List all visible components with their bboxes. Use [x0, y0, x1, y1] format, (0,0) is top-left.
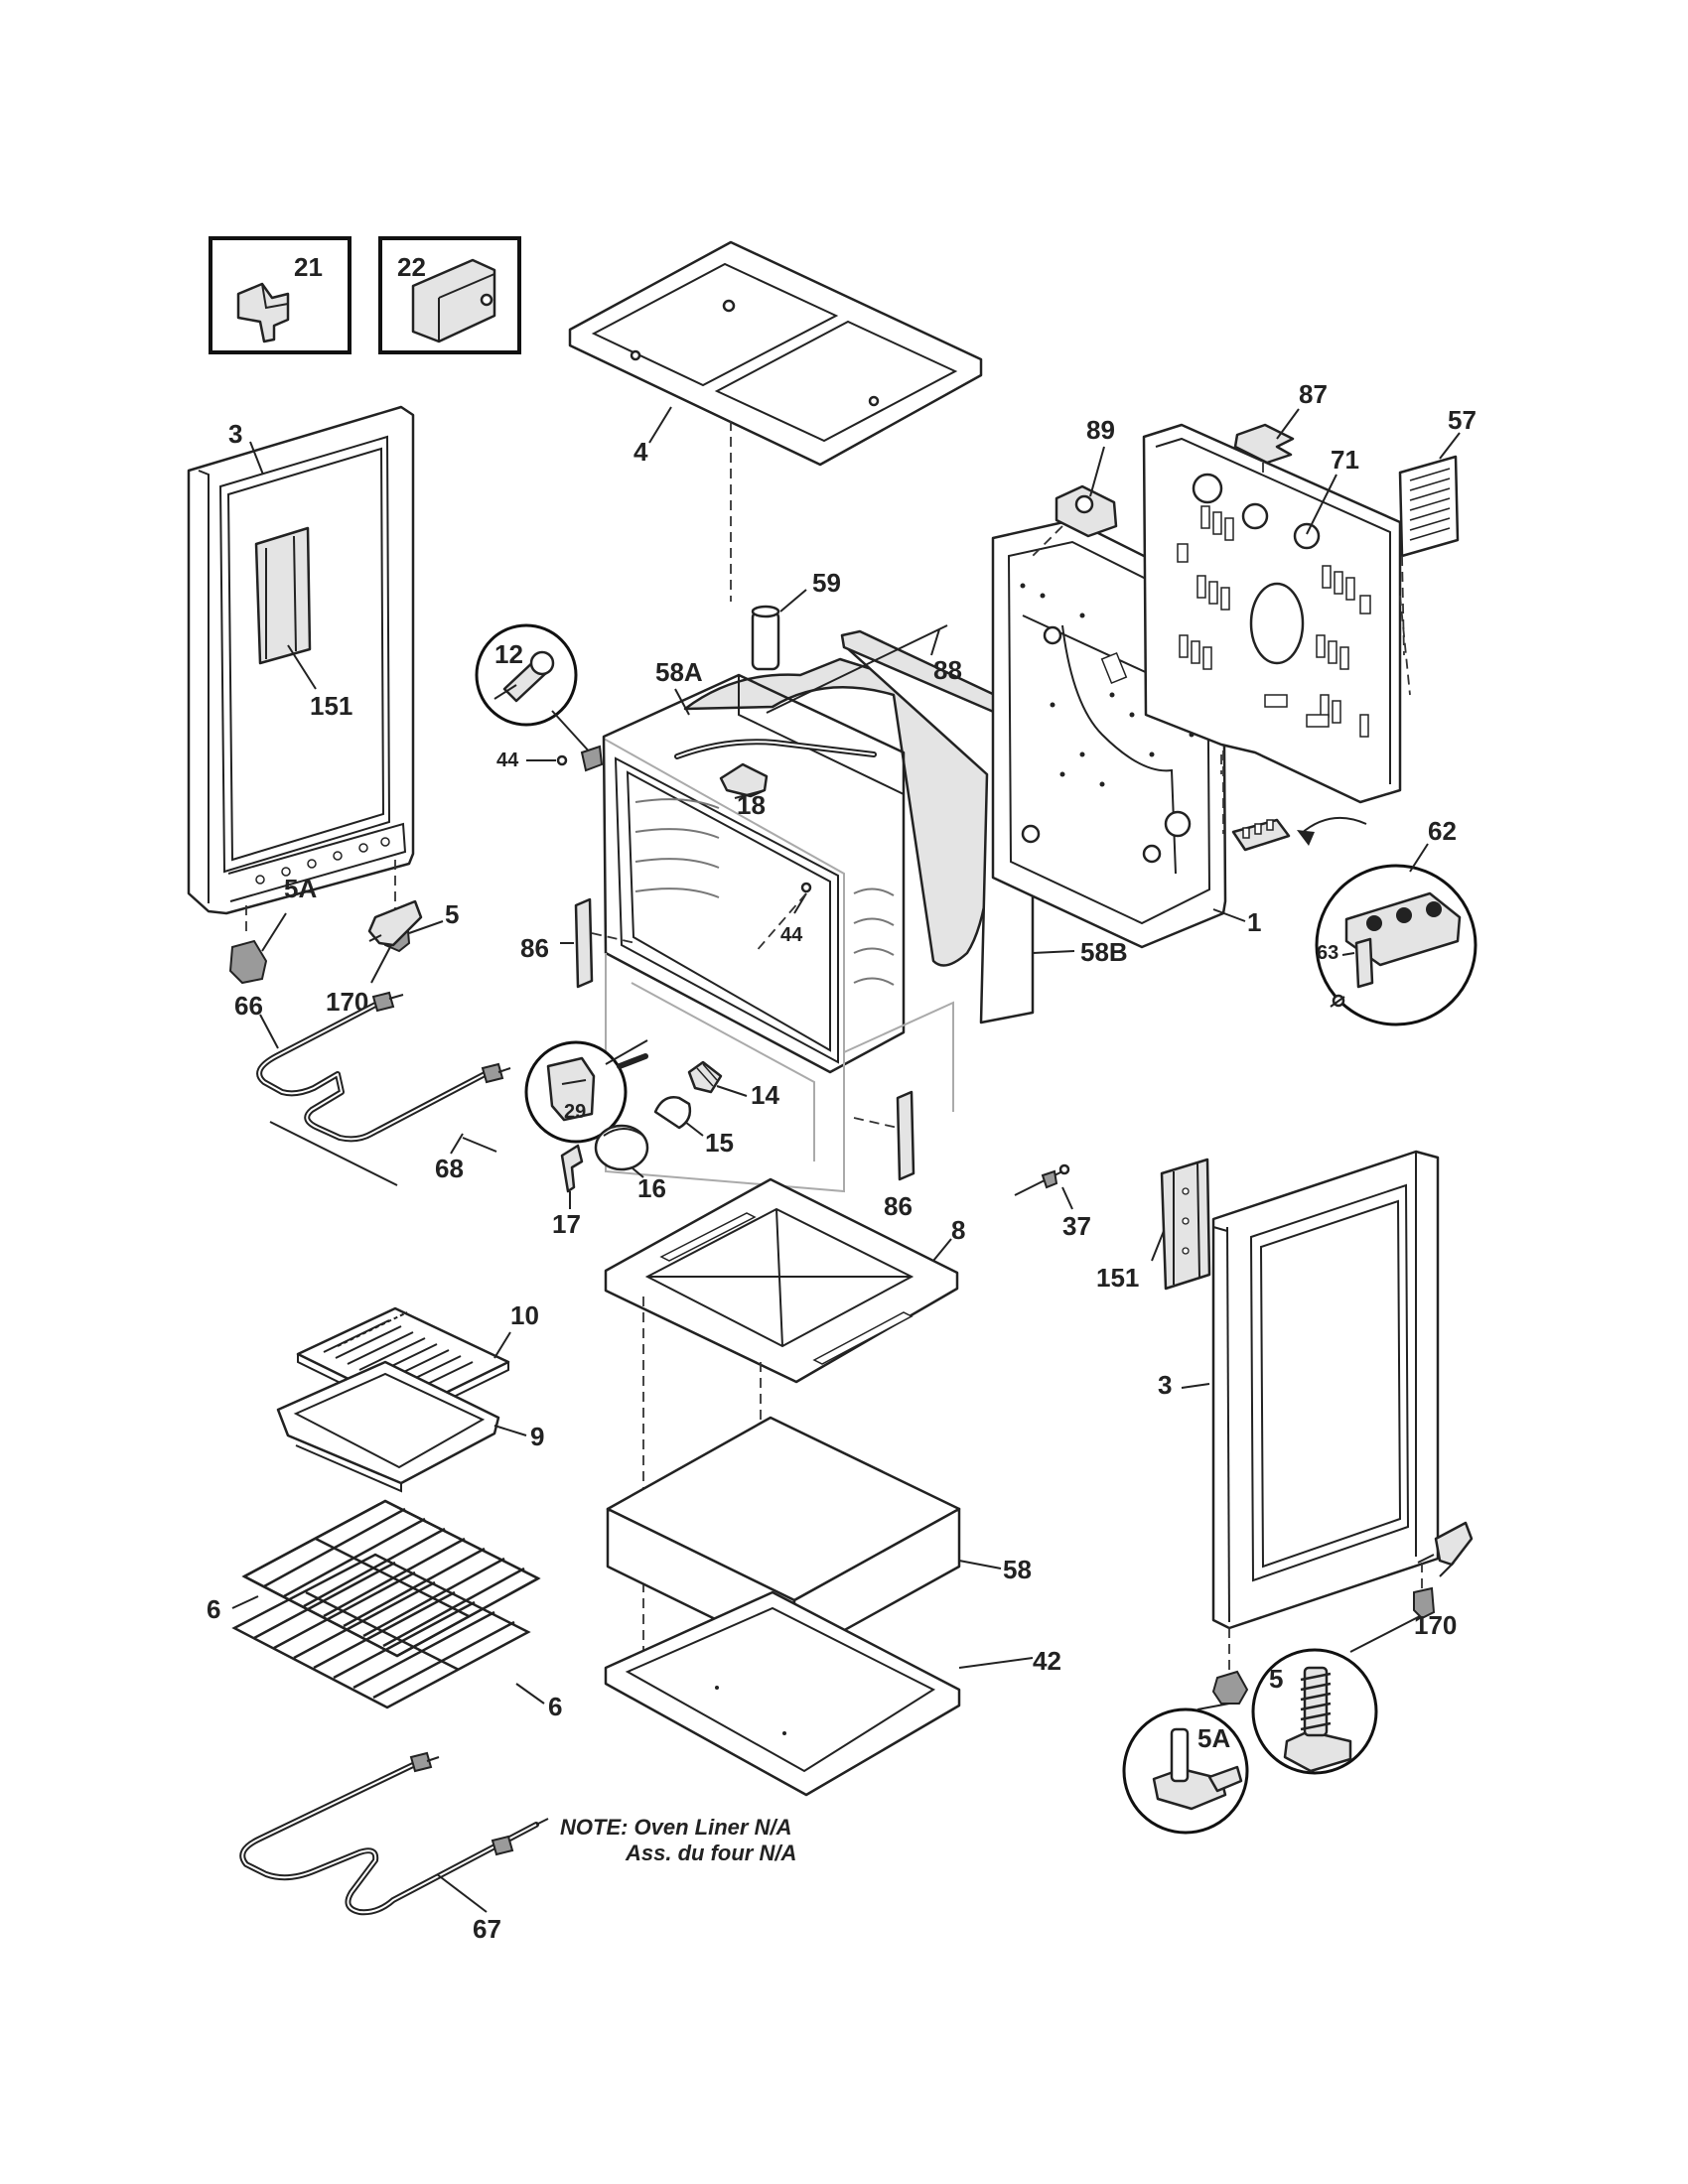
- plate-87: 87: [1233, 379, 1328, 477]
- lamp-assembly: 14 15 16 17: [552, 1060, 779, 1239]
- oven-bottom-8: 8: [604, 1177, 965, 1737]
- label-14: 14: [751, 1080, 779, 1110]
- label-3-left: 3: [228, 419, 242, 449]
- hinge-receiver-86-right: 86: [853, 1090, 915, 1221]
- label-151-left: 151: [310, 691, 352, 721]
- spacer-59: 59: [751, 568, 841, 671]
- label-37: 37: [1062, 1211, 1091, 1241]
- label-5a-right: 5A: [1197, 1723, 1230, 1753]
- label-170-right: 170: [1414, 1610, 1457, 1640]
- label-6-b: 6: [548, 1692, 562, 1721]
- rear-cover-71: 71: [1142, 423, 1411, 804]
- label-58a: 58A: [655, 657, 703, 687]
- side-panel-right-3: 3: [1158, 1150, 1440, 1630]
- part-29-callout: 29: [524, 1039, 648, 1144]
- label-21: 21: [294, 252, 323, 282]
- label-5-right: 5: [1269, 1664, 1283, 1694]
- label-9: 9: [530, 1422, 544, 1451]
- screw-44-b: 44: [754, 882, 812, 954]
- label-71: 71: [1331, 445, 1359, 475]
- terminal-block-callout: 62 63: [1231, 816, 1477, 1026]
- top-panel-4: 4: [568, 240, 983, 602]
- hinge-receiver-86-left: 86: [520, 897, 636, 989]
- bracket-151-right: 151: [1096, 1158, 1211, 1293]
- label-42: 42: [1033, 1646, 1061, 1676]
- label-44-b: 44: [780, 924, 803, 946]
- clip-18: 18: [719, 762, 769, 820]
- part-12-callout: 12 44: [475, 623, 604, 772]
- label-29: 29: [564, 1101, 586, 1123]
- label-16: 16: [637, 1173, 666, 1203]
- note-line-1: NOTE: Oven Liner N/A: [560, 1815, 791, 1840]
- oven-rack-upper-6: 6: [207, 1499, 541, 1658]
- label-67: 67: [473, 1914, 501, 1944]
- label-5a-left: 5A: [284, 874, 317, 903]
- leveler-assembly-left: 5 5A 170: [228, 860, 459, 1017]
- label-62: 62: [1428, 816, 1457, 846]
- label-58: 58: [1003, 1555, 1032, 1584]
- oven-rack-lower-6: 6: [231, 1553, 562, 1721]
- label-6-a: 6: [207, 1594, 220, 1624]
- label-86-left: 86: [520, 933, 549, 963]
- leveler-assembly-right: 170 5 5A: [1122, 1521, 1474, 1835]
- bake-element-67: 67: [239, 1751, 549, 1944]
- label-15: 15: [705, 1128, 734, 1158]
- label-10: 10: [510, 1300, 539, 1330]
- grille-57: 57: [1398, 405, 1477, 656]
- bottom-pan-42: 42: [604, 1590, 1061, 1797]
- side-panel-left-3: 3 151: [187, 405, 415, 915]
- part-22-inset: 22: [378, 236, 521, 354]
- label-89: 89: [1086, 415, 1115, 445]
- label-18: 18: [737, 790, 766, 820]
- label-5-left: 5: [445, 899, 459, 929]
- wire-37: 37: [1014, 1163, 1091, 1241]
- label-87: 87: [1299, 379, 1328, 409]
- label-63: 63: [1317, 942, 1338, 964]
- part-21-inset: 21: [209, 236, 352, 354]
- label-66: 66: [234, 991, 263, 1021]
- wire-88: 88: [766, 624, 962, 714]
- label-22: 22: [397, 252, 426, 282]
- label-4: 4: [633, 437, 648, 467]
- label-88: 88: [933, 655, 962, 685]
- oven-cavity-58a: 58A 58B: [602, 629, 1128, 1193]
- label-17: 17: [552, 1209, 581, 1239]
- broil-pan-9: 9: [276, 1360, 544, 1493]
- label-3-right: 3: [1158, 1370, 1172, 1400]
- label-57: 57: [1448, 405, 1477, 435]
- note-line-2: Ass. du four N/A: [625, 1841, 796, 1865]
- label-1: 1: [1247, 907, 1261, 937]
- broil-element-66: 66 68: [234, 991, 511, 1186]
- label-68: 68: [435, 1154, 464, 1183]
- bracket-89: 89: [1032, 415, 1118, 557]
- label-86-right: 86: [884, 1191, 913, 1221]
- label-44-a: 44: [496, 750, 519, 771]
- label-8: 8: [951, 1215, 965, 1245]
- note: NOTE: Oven Liner N/A Ass. du four N/A: [560, 1815, 796, 1865]
- label-58b: 58B: [1080, 937, 1128, 967]
- label-12: 12: [494, 639, 523, 669]
- label-59: 59: [812, 568, 841, 598]
- label-151-right: 151: [1096, 1263, 1139, 1293]
